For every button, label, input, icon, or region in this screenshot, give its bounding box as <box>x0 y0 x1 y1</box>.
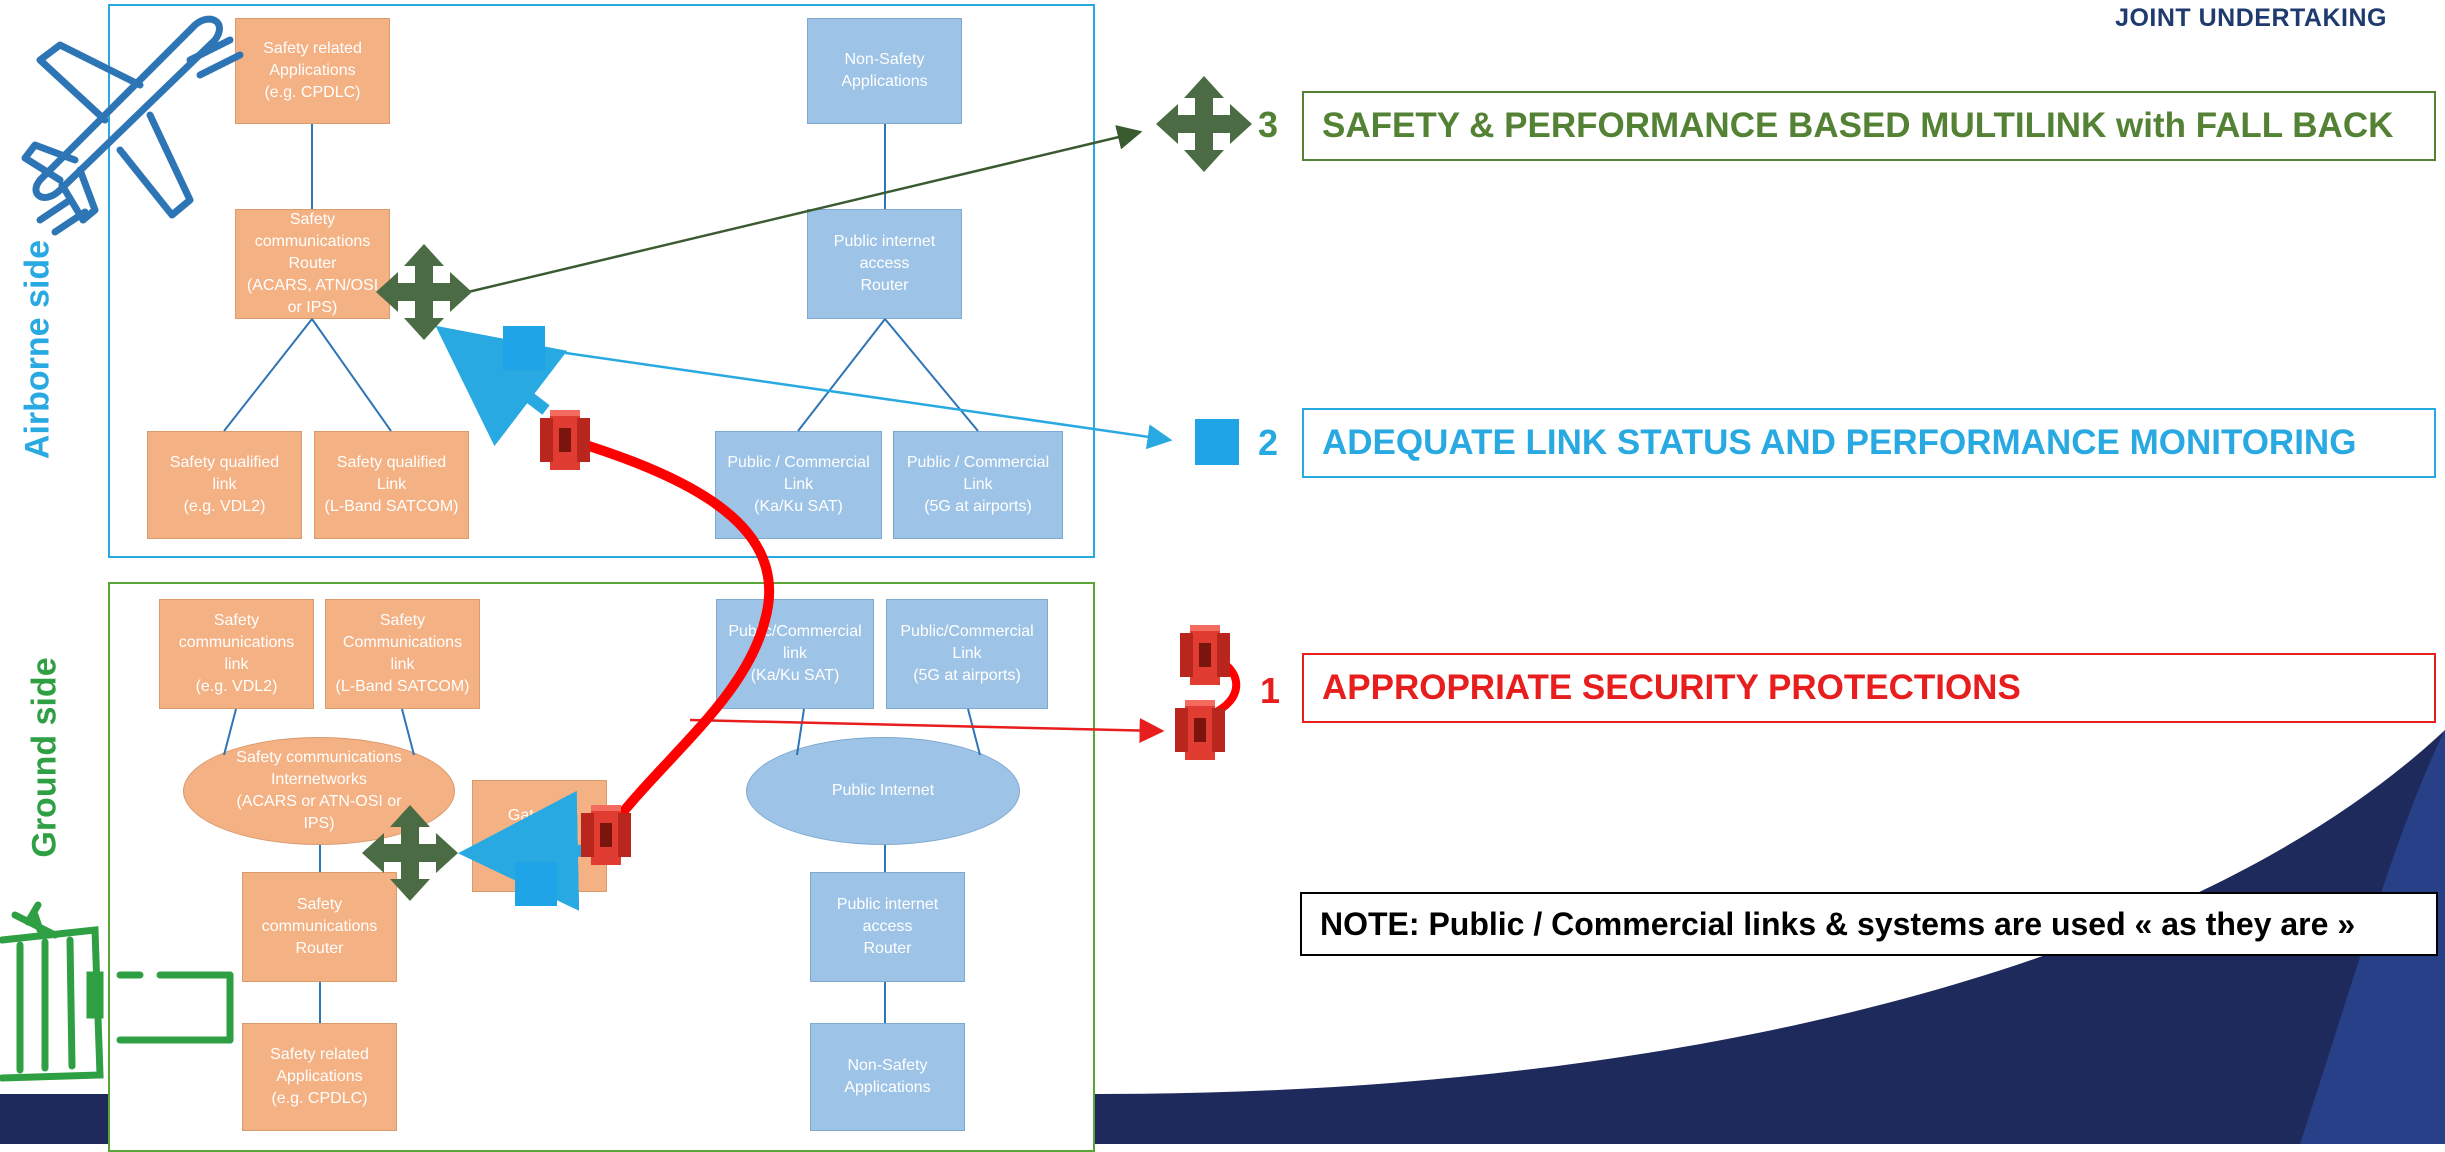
callout-security: APPROPRIATE SECURITY PROTECTIONS <box>1302 653 2436 723</box>
ground-safety-link-vdl2-box: Safety communications link (e.g. VDL2) <box>159 599 314 709</box>
ground-side-label: Ground side <box>25 657 64 858</box>
ground-safety-apps-box: Safety related Applications (e.g. CPDLC) <box>242 1023 397 1131</box>
ground-safety-link-lband-box: Safety Communications link (L-Band SATCO… <box>325 599 480 709</box>
note-box: NOTE: Public / Commercial links & system… <box>1300 892 2438 956</box>
callout-number-1: 1 <box>1260 670 1281 711</box>
callout-multilink: SAFETY & PERFORMANCE BASED MULTILINK wit… <box>1302 91 2436 161</box>
airborne-nonsafety-apps-box: Non-Safety Applications <box>807 18 962 124</box>
airborne-safety-router-box: Safety communications Router (ACARS, ATN… <box>235 209 390 319</box>
airborne-public-link-kaku-box: Public / Commercial Link (Ka/Ku SAT) <box>715 431 882 539</box>
callout-number-2: 2 <box>1258 422 1279 463</box>
ground-public-link-5g-box: Public/Commercial Link (5G at airports) <box>886 599 1048 709</box>
airborne-safety-link-lband-box: Safety qualified Link (L-Band SATCOM) <box>314 431 469 539</box>
ground-public-link-kaku-box: Public/Commercial link (Ka/Ku SAT) <box>716 599 874 709</box>
airborne-safety-apps-box: Safety related Applications (e.g. CPDLC) <box>235 18 390 124</box>
ground-public-router-box: Public internet access Router <box>810 872 965 982</box>
airborne-side-label: Airborne side <box>18 239 57 460</box>
ground-nonsafety-apps-box: Non-Safety Applications <box>810 1023 965 1131</box>
callout-monitoring: ADEQUATE LINK STATUS AND PERFORMANCE MON… <box>1302 408 2436 478</box>
ground-safety-internetworks-ellipse: Safety communications Internetworks (ACA… <box>183 737 455 845</box>
ground-gateway-box: Gateway <box>472 780 607 892</box>
ground-safety-router-box: Safety communications Router <box>242 872 397 982</box>
airborne-public-router-box: Public internet access Router <box>807 209 962 319</box>
org-header-text: JOINT UNDERTAKING <box>2115 4 2387 32</box>
callout-number-3: 3 <box>1258 104 1279 145</box>
ground-public-internet-ellipse: Public Internet <box>746 737 1020 845</box>
airborne-public-link-5g-box: Public / Commercial Link (5G at airports… <box>893 431 1063 539</box>
airborne-safety-link-vdl2-box: Safety qualified link (e.g. VDL2) <box>147 431 302 539</box>
